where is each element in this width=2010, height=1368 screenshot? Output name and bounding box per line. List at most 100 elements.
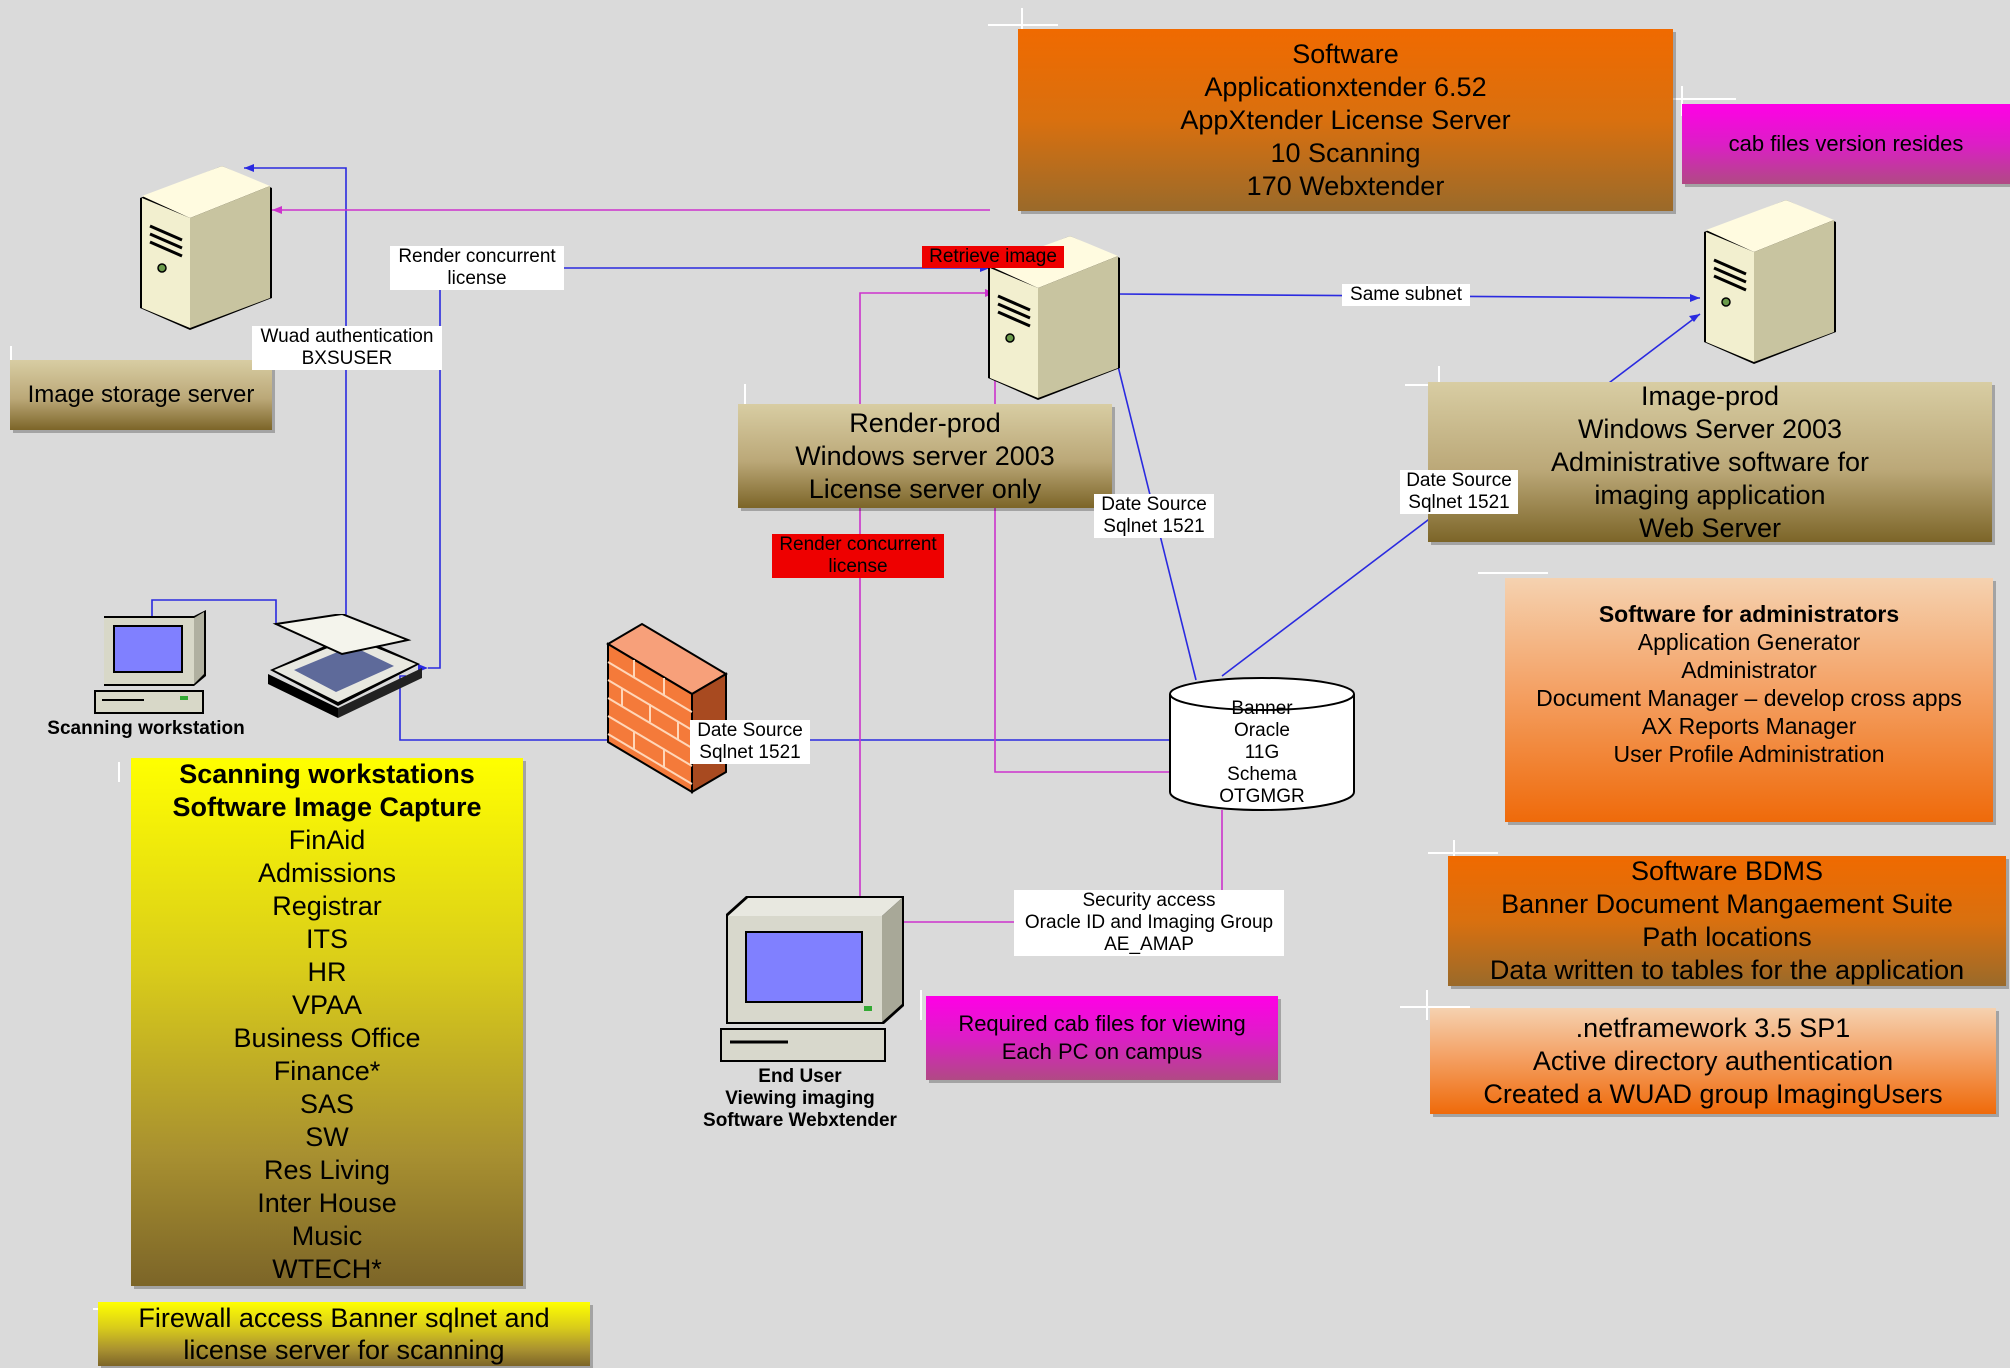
wuad-line: BXSUSER <box>301 348 393 369</box>
render-license-red-line: Render concurrent <box>779 534 937 555</box>
admin-software-item: AX Reports Manager <box>1641 713 1857 739</box>
scanning-list-title: Software Image Capture <box>172 792 482 822</box>
scanning-list-item: WTECH* <box>272 1254 382 1284</box>
render-license-label: Render concurrent license <box>390 246 564 290</box>
same-subnet-label: Same subnet <box>1342 284 1470 306</box>
scanner-icon <box>268 612 422 718</box>
netframework-line: Active directory authentication <box>1532 1045 1894 1076</box>
scanning-list-item: Finance* <box>273 1056 381 1086</box>
database-icon <box>1168 676 1356 817</box>
tick-mark <box>744 384 746 414</box>
tick-mark <box>920 990 922 1020</box>
date-source-right-label: Date Source Sqlnet 1521 <box>1400 470 1518 514</box>
netframework-line: .netframework 3.5 SP1 <box>1575 1012 1851 1043</box>
server-icon <box>1704 200 1836 364</box>
date-source-line: Sqlnet 1521 <box>1103 516 1205 537</box>
firewall-note-line: Firewall access Banner sqlnet and <box>138 1303 550 1333</box>
image-prod-line: Administrative software for <box>1550 446 1870 477</box>
end-user-caption: End User Viewing imaging Software Webxte… <box>680 1066 920 1132</box>
date-source-line: Sqlnet 1521 <box>699 742 801 763</box>
wire-scanner-to-storage <box>244 167 347 622</box>
image-storage-label: Image storage server <box>27 381 255 408</box>
cab-note-box: cab files version resides <box>1682 104 2010 184</box>
cab-note-text: cab files version resides <box>1728 131 1964 156</box>
wire-enduser-to-render <box>859 292 995 906</box>
date-source-line: Sqlnet 1521 <box>1408 492 1510 513</box>
render-license-line: license <box>447 268 507 289</box>
scanning-list-item: ITS <box>305 924 348 954</box>
wire-scanner-to-render <box>428 267 990 669</box>
image-prod-line: Image-prod <box>1640 380 1780 411</box>
wire-workstation-to-scanner <box>151 599 277 625</box>
date-source-center-label: Date Source Sqlnet 1521 <box>1094 494 1214 538</box>
tick-mark <box>988 24 1058 26</box>
render-license-red-line: license <box>828 556 888 577</box>
retrieve-image-label: Retrieve image <box>922 246 1064 268</box>
scanning-list-item: SW <box>305 1122 349 1152</box>
tick-mark <box>1681 86 1683 116</box>
tick-mark <box>1453 840 1455 870</box>
render-prod-line: Render-prod <box>849 407 1001 438</box>
database-line: Banner <box>1231 698 1293 719</box>
date-source-line: Date Source <box>1406 470 1512 491</box>
scanning-list-item: VPAA <box>291 990 363 1020</box>
netframework-box: .netframework 3.5 SP1 Active directory a… <box>1430 1008 1996 1114</box>
scanning-list-box: Scanning workstations Software Image Cap… <box>131 758 523 1286</box>
security-access-line: Security access <box>1082 890 1216 911</box>
image-prod-line: Web Server <box>1638 512 1782 543</box>
required-cab-line: Required cab files for viewing <box>958 1011 1246 1036</box>
bdms-line: Path locations <box>1642 922 1812 952</box>
firewall-note-box: Firewall access Banner sqlnet and licens… <box>98 1302 590 1366</box>
scanning-list-item: Admissions <box>257 858 397 888</box>
render-prod-box: Render-prod Windows server 2003 License … <box>738 404 1112 508</box>
database-text: Banner Oracle 11G Schema OTGMGR <box>1168 698 1356 808</box>
server-icon-image-storage <box>132 158 282 338</box>
render-license-line: Render concurrent <box>398 246 556 267</box>
firewall-note-line: license server for scanning <box>183 1335 505 1365</box>
tick-mark <box>1478 572 1548 574</box>
software-line: Applicationxtender 6.52 <box>1204 71 1487 102</box>
database-line: Schema <box>1227 764 1297 785</box>
scanning-workstation-caption: Scanning workstation <box>47 718 245 739</box>
scanning-list-item: Registrar <box>272 891 382 921</box>
date-source-line: Date Source <box>697 720 803 741</box>
admin-software-title: Software for administrators <box>1598 601 1900 627</box>
image-prod-box: Image-prod Windows Server 2003 Administr… <box>1428 380 1992 543</box>
computer-icon <box>94 610 206 714</box>
required-cab-box: Required cab files for viewing Each PC o… <box>926 996 1278 1080</box>
netframework-line: Created a WUAD group ImagingUsers <box>1483 1078 1943 1109</box>
scanning-list-item: SAS <box>299 1089 355 1119</box>
server-icon <box>140 166 272 330</box>
bdms-box: Software BDMS Banner Document Mangaement… <box>1448 856 2006 986</box>
end-user-caption-line: Viewing imaging <box>725 1088 875 1109</box>
admin-software-item: Document Manager – develop cross apps <box>1536 685 1962 711</box>
bdms-line: Software BDMS <box>1630 856 1824 886</box>
firewall-icon <box>604 622 730 799</box>
wuad-line: Wuad authentication <box>260 326 434 347</box>
end-user-caption-line: End User <box>758 1066 842 1087</box>
tick-mark <box>1428 852 1498 854</box>
render-prod-line: License server only <box>808 473 1042 504</box>
date-source-line: Date Source <box>1101 494 1207 515</box>
end-user-caption-line: Software Webxtender <box>703 1110 897 1131</box>
image-prod-line: imaging application <box>1594 479 1826 510</box>
date-source-firewall-label: Date Source Sqlnet 1521 <box>690 720 810 764</box>
database-line: 11G <box>1244 742 1280 763</box>
database-line: OTGMGR <box>1219 786 1305 807</box>
security-access-label: Security access Oracle ID and Imaging Gr… <box>1014 890 1284 956</box>
render-prod-line: Windows server 2003 <box>795 440 1055 471</box>
scanning-list-item: Inter House <box>257 1188 397 1218</box>
scanning-list-item: Business Office <box>233 1023 421 1053</box>
tick-mark <box>1426 990 1428 1020</box>
admin-software-box: Software for administrators Application … <box>1505 578 1993 822</box>
scanner-icon <box>266 612 426 725</box>
admin-software-item: Application Generator <box>1637 629 1861 655</box>
software-line: 10 Scanning <box>1270 137 1421 168</box>
computer-icon-end-user <box>718 892 910 1069</box>
computer-icon-scanning-workstation <box>94 608 212 723</box>
bdms-line: Data written to tables for the applicati… <box>1489 955 1965 985</box>
server-icon-image-prod <box>1696 192 1846 372</box>
admin-software-item: Administrator <box>1681 657 1817 683</box>
scanning-list-item: Res Living <box>263 1155 391 1185</box>
render-license-red-label: Render concurrent license <box>772 534 944 578</box>
